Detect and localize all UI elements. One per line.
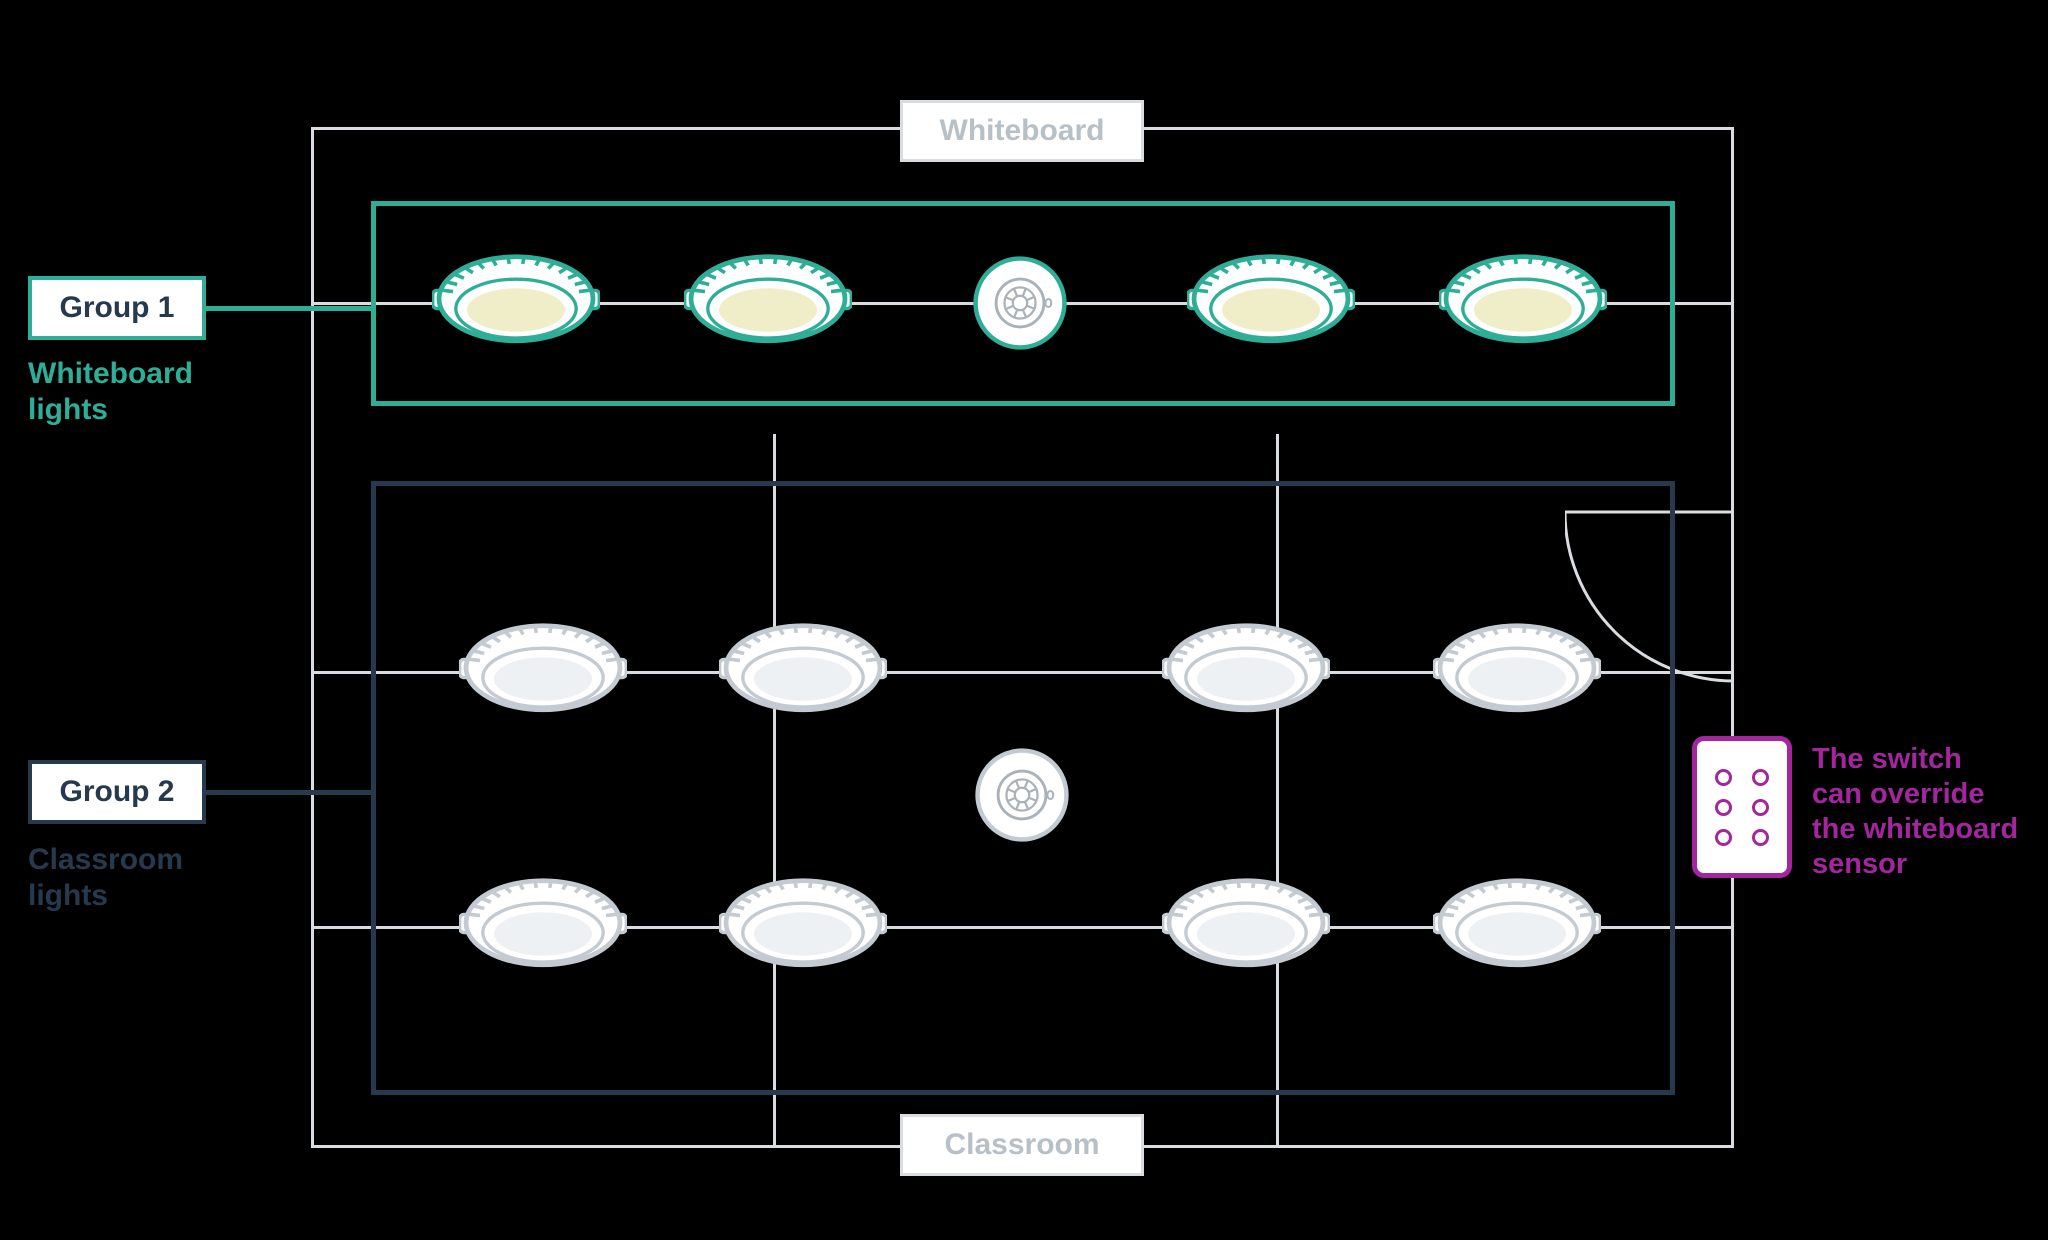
group2-classroom-lights-zone	[371, 481, 1675, 1095]
downlight-on-icon	[1438, 247, 1608, 359]
classroom-label: Classroom	[900, 1114, 1144, 1176]
switch-note-line1: The switch	[1812, 743, 1962, 775]
classroom-row1-wiring-line	[311, 671, 1734, 674]
downlight-on-icon	[431, 247, 601, 359]
group1-label-text: Group 1	[59, 291, 175, 324]
group2-connector-line	[204, 790, 374, 795]
group1-caption: Whiteboard lights	[28, 356, 193, 428]
classroom-divider-line-right	[1276, 434, 1279, 1148]
switch-button-dot	[1715, 768, 1732, 786]
whiteboard-label: Whiteboard	[900, 100, 1144, 162]
downlight-on-icon	[1186, 247, 1356, 359]
group2-caption-line1: Classroom	[28, 843, 184, 876]
downlight-off-icon	[718, 871, 888, 983]
group1-label: Group 1	[28, 276, 206, 340]
group1-caption-line1: Whiteboard	[28, 357, 193, 390]
switch-button-dot	[1715, 828, 1732, 846]
switch-button-row	[1697, 828, 1787, 846]
group1-connector-line	[204, 306, 374, 311]
group2-label: Group 2	[28, 760, 206, 824]
switch-button-row	[1697, 798, 1787, 816]
classroom-divider-line-left	[773, 434, 776, 1148]
group2-label-text: Group 2	[59, 775, 175, 808]
downlight-off-icon	[1161, 616, 1331, 728]
switch-note-line2: can override	[1812, 778, 1985, 810]
downlight-on-icon	[683, 247, 853, 359]
group1-whiteboard-lights-zone	[371, 201, 1675, 406]
classroom-label-text: Classroom	[944, 1128, 1100, 1161]
downlight-off-icon	[1432, 616, 1602, 728]
motion-sensor-icon	[970, 253, 1070, 353]
motion-sensor-icon	[972, 745, 1072, 845]
downlight-off-icon	[1161, 871, 1331, 983]
whiteboard-label-text: Whiteboard	[939, 114, 1105, 147]
switch-button-dot	[1752, 768, 1769, 786]
switch-note: The switch can override the whiteboard s…	[1812, 742, 2042, 882]
group1-caption-line2: lights	[28, 393, 108, 426]
switch-button-dot	[1752, 828, 1769, 846]
switch-button-dot	[1752, 798, 1769, 816]
group2-caption: Classroom lights	[28, 842, 183, 914]
downlight-off-icon	[458, 871, 628, 983]
downlight-off-icon	[1432, 871, 1602, 983]
downlight-off-icon	[718, 616, 888, 728]
group2-caption-line2: lights	[28, 879, 108, 912]
switch-button-dot	[1715, 798, 1732, 816]
switch-note-line4: sensor	[1812, 848, 1908, 880]
downlight-off-icon	[458, 616, 628, 728]
override-switch-icon	[1692, 736, 1792, 878]
classroom-row2-wiring-line	[311, 926, 1734, 929]
switch-note-line3: the whiteboard	[1812, 813, 2019, 845]
switch-button-row	[1697, 768, 1787, 786]
door-arc-icon	[1565, 510, 1735, 683]
